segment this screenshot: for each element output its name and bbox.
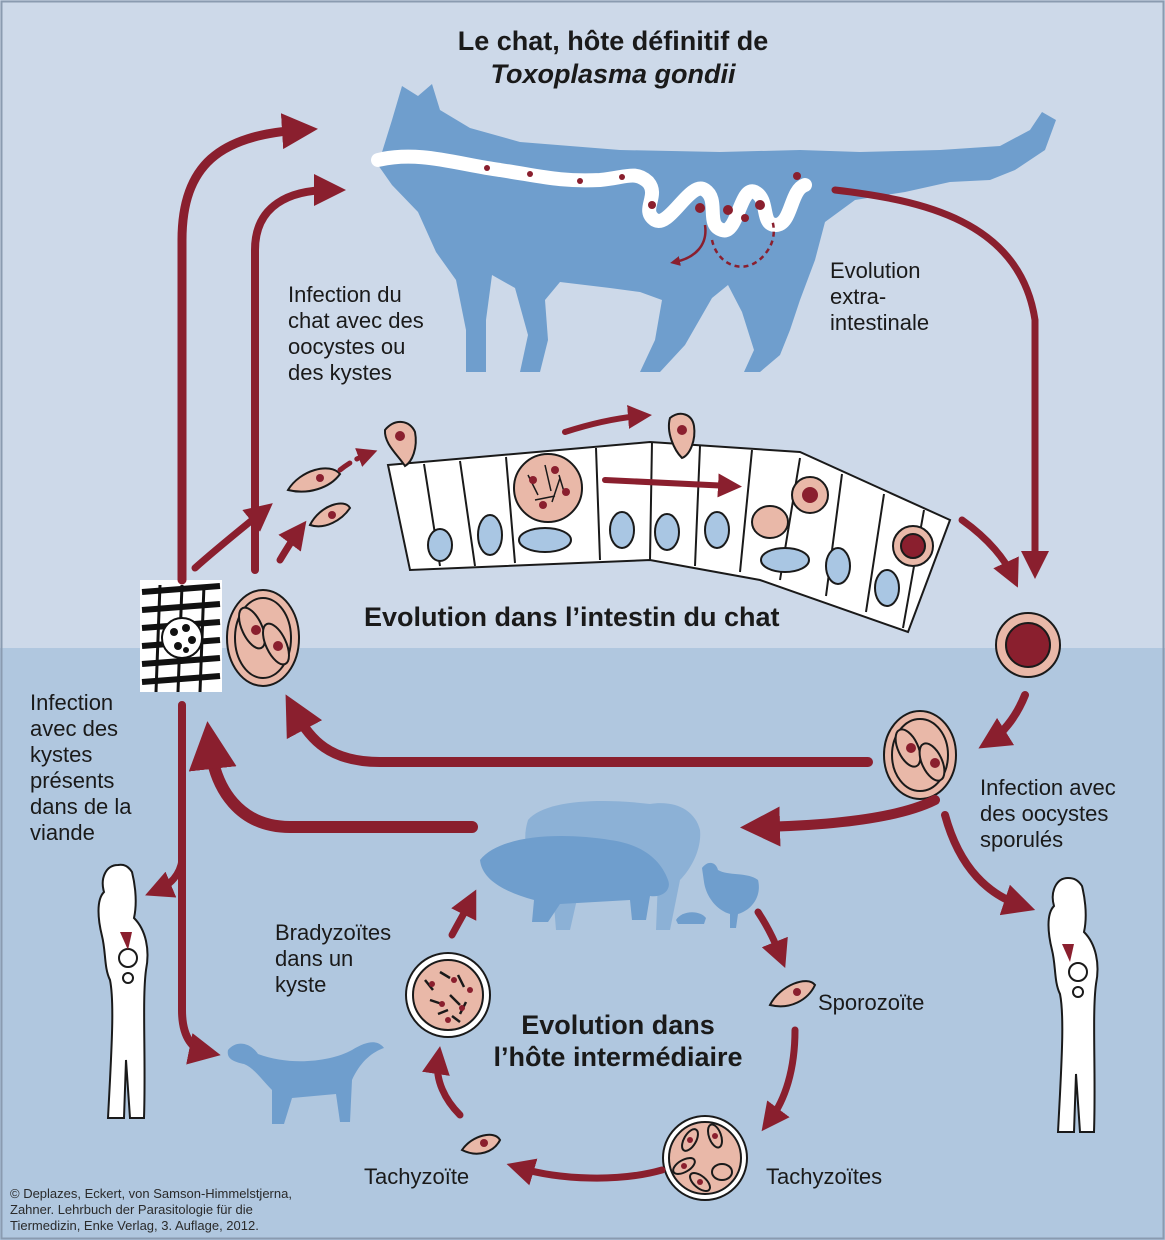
label-sporozoite: Sporozoïte [818,990,924,1016]
label-cat-infection: Infection du chat avec des oocystes ou d… [288,282,424,386]
tachyzoite-group [663,1116,747,1200]
copyright-credit: © Deplazes, Eckert, von Samson-Himmelstj… [10,1186,292,1234]
label-bradyzoites: Bradyzoïtes dans un kyste [275,920,391,998]
label-meat-infection: Infection avec des kystes présents dans … [30,690,132,846]
schizont-cell [514,454,582,522]
label-sporulated-infection: Infection avec des oocystes sporulés [980,775,1116,853]
sporulated-oocyst-right [884,711,956,799]
section-title-intermediate: Evolution dans [468,1010,768,1041]
label-tachyzoites: Tachyzoïtes [766,1164,882,1190]
unsporulated-oocyst [996,613,1060,677]
section-title-intermediate-2: l’hôte intermédiaire [468,1042,768,1073]
sporulated-oocyst-left [227,590,299,686]
label-extraintestinal: Evolution extra- intestinale [830,258,929,336]
diagram-title-species: Toxoplasma gondii [383,59,843,90]
label-tachyzoite: Tachyzoïte [364,1164,469,1190]
section-title-intestine: Evolution dans l’intestin du chat [364,602,780,633]
muscle-tissue-cyst [140,580,222,692]
diagram-title: Le chat, hôte définitif de [383,26,843,57]
